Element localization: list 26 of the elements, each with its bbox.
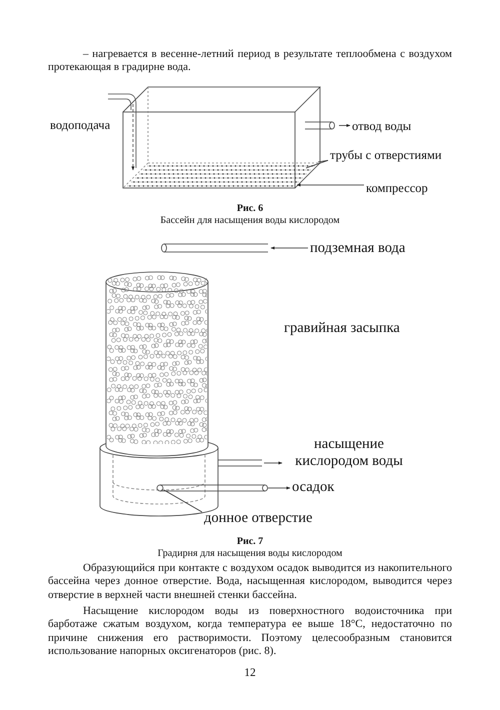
figure-caption: Бассейн для насыщения воды кислородом [159, 215, 341, 226]
figure-caption: Градирня для насыщения воды кислородом [156, 548, 344, 560]
part-label: гравийная засыпка [284, 320, 400, 337]
arrow [338, 124, 350, 128]
paragraph: Насыщение кислородом воды из поверхностного водоисточника при барботаже сжатым воздухом, когда температура ее выше 18°С, недостаточно по причине снижения его растворимости. Поэтому целесообразным становится использование напорных оксигенаторов (рис. 8). [48, 605, 452, 659]
part-label: донное отверстие [204, 510, 312, 527]
leader-line [318, 160, 328, 162]
part-label: осадок [292, 479, 334, 496]
figure-number: Рис. 6 [236, 203, 264, 214]
cooling-tower-drawing [100, 244, 268, 516]
part-label: насыщение кислородом воды [284, 436, 414, 470]
part-label: компрессор [366, 181, 428, 196]
part-label: подземная вода [310, 240, 406, 257]
arrow [270, 246, 308, 250]
page-number: 12 [243, 667, 257, 680]
arrow [264, 461, 282, 465]
part-label: водоподача [50, 118, 110, 132]
arrow [268, 486, 290, 490]
arrow [296, 183, 364, 187]
paragraph: – нагревается в весенне-летний период в результате теплообмена с воздухом протекающая в градирне вода. [48, 48, 452, 75]
leader-line [164, 490, 202, 512]
paragraph: Образующийся при контакте с воздухом осадок выводится из накопительного бассейна через донное отверстие. Вода, насыщенная кислородом, выводится через отверстие в верхней части внешней стенки бассейна. [48, 562, 452, 602]
leader-line [306, 160, 328, 168]
part-label: отвод воды [352, 119, 412, 134]
figure-number: Рис. 7 [236, 536, 264, 548]
part-label: трубы с отверстиями [330, 148, 442, 162]
